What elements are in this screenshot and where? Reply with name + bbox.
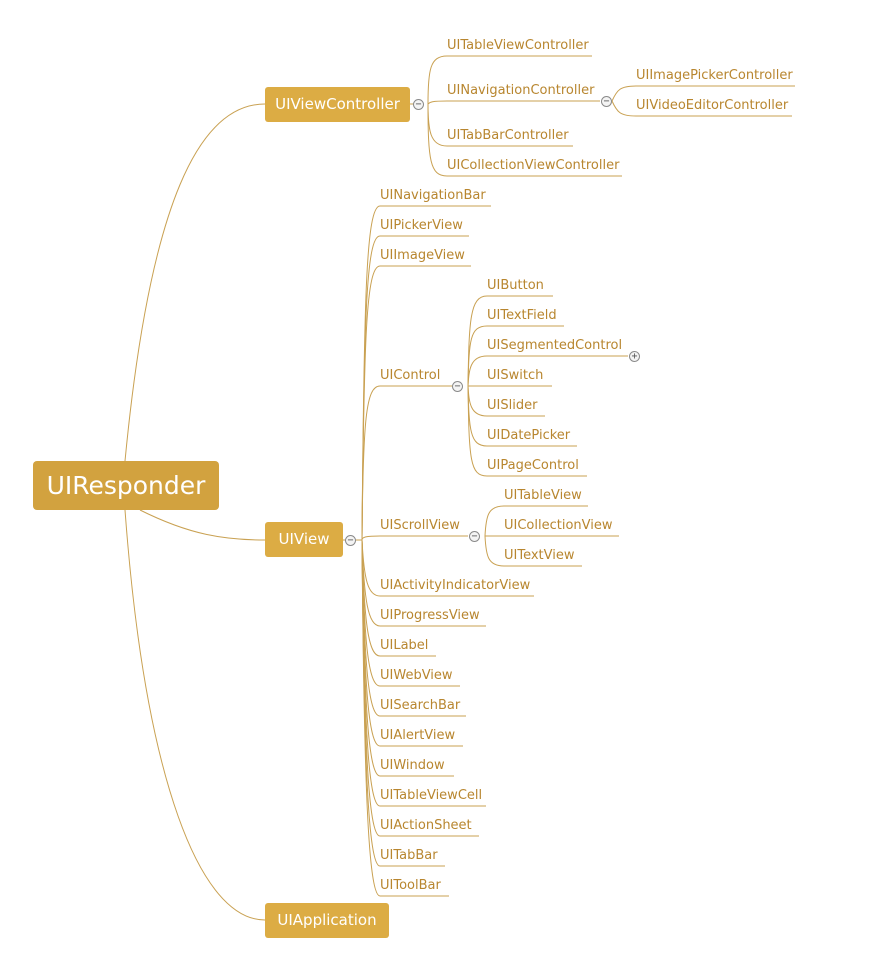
node-uilabel[interactable]: UILabel xyxy=(380,638,429,653)
node-uialertview[interactable]: UIAlertView xyxy=(380,728,456,743)
node-uinavigationcontroller[interactable]: UINavigationController xyxy=(447,83,595,98)
collapse-toggle-uiviewcontroller[interactable]: − xyxy=(413,99,424,110)
node-uicollectionview[interactable]: UICollectionView xyxy=(504,518,613,533)
node-uitableviewcontroller[interactable]: UITableViewController xyxy=(447,38,589,53)
node-uiprogressview[interactable]: UIProgressView xyxy=(380,608,480,623)
node-uiimageview[interactable]: UIImageView xyxy=(380,248,465,263)
node-uiwebview[interactable]: UIWebView xyxy=(380,668,453,683)
node-uislider[interactable]: UISlider xyxy=(487,398,538,413)
root-node[interactable]: UIResponder xyxy=(33,461,219,510)
node-uiapplication[interactable]: UIApplication xyxy=(265,903,389,938)
node-uiscrollview[interactable]: UIScrollView xyxy=(380,518,460,533)
node-uitableviewcell[interactable]: UITableViewCell xyxy=(380,788,483,803)
node-uibutton[interactable]: UIButton xyxy=(487,278,544,293)
node-uiwindow[interactable]: UIWindow xyxy=(380,758,445,773)
node-uisegmentedcontrol[interactable]: UISegmentedControl xyxy=(487,338,623,353)
node-uicontrol[interactable]: UIControl xyxy=(380,368,441,383)
node-uidatepicker[interactable]: UIDatePicker xyxy=(487,428,571,443)
node-uivideoeditorcontroller[interactable]: UIVideoEditorController xyxy=(636,98,789,113)
node-uitableview[interactable]: UITableView xyxy=(504,488,582,503)
collapse-toggle-uiview[interactable]: − xyxy=(345,535,356,546)
collapse-toggle-uicontrol[interactable]: − xyxy=(452,381,463,392)
node-uiviewcontroller[interactable]: UIViewController xyxy=(265,87,410,122)
node-uitabbarcontroller[interactable]: UITabBarController xyxy=(447,128,569,143)
node-uiview[interactable]: UIView xyxy=(265,522,343,557)
node-uinavigationbar[interactable]: UINavigationBar xyxy=(380,188,486,203)
edge-root-view xyxy=(139,509,266,541)
node-uipickerview[interactable]: UIPickerView xyxy=(380,218,463,233)
node-uiactionsheet[interactable]: UIActionSheet xyxy=(380,818,472,833)
node-uipagecontrol[interactable]: UIPageControl xyxy=(487,458,579,473)
node-uiswitch[interactable]: UISwitch xyxy=(487,368,544,383)
collapse-toggle-uinavigationcontroller[interactable]: − xyxy=(601,96,612,107)
node-uicollectionviewcontroller[interactable]: UICollectionViewController xyxy=(447,158,620,173)
node-uisearchbar[interactable]: UISearchBar xyxy=(380,698,461,713)
node-uitextfield[interactable]: UITextField xyxy=(487,308,557,323)
edge-root-viewcontroller xyxy=(124,103,266,462)
node-uitabbar[interactable]: UITabBar xyxy=(380,848,438,863)
node-uiactivityindicatorview[interactable]: UIActivityIndicatorView xyxy=(380,578,531,593)
node-uitextview[interactable]: UITextView xyxy=(504,548,575,563)
edge-root-application xyxy=(124,509,266,921)
expand-toggle-uisegmentedcontrol[interactable]: + xyxy=(629,351,640,362)
node-uiimagepickercontroller[interactable]: UIImagePickerController xyxy=(636,68,793,83)
node-uitoolbar[interactable]: UIToolBar xyxy=(380,878,441,893)
collapse-toggle-uiscrollview[interactable]: − xyxy=(469,531,480,542)
